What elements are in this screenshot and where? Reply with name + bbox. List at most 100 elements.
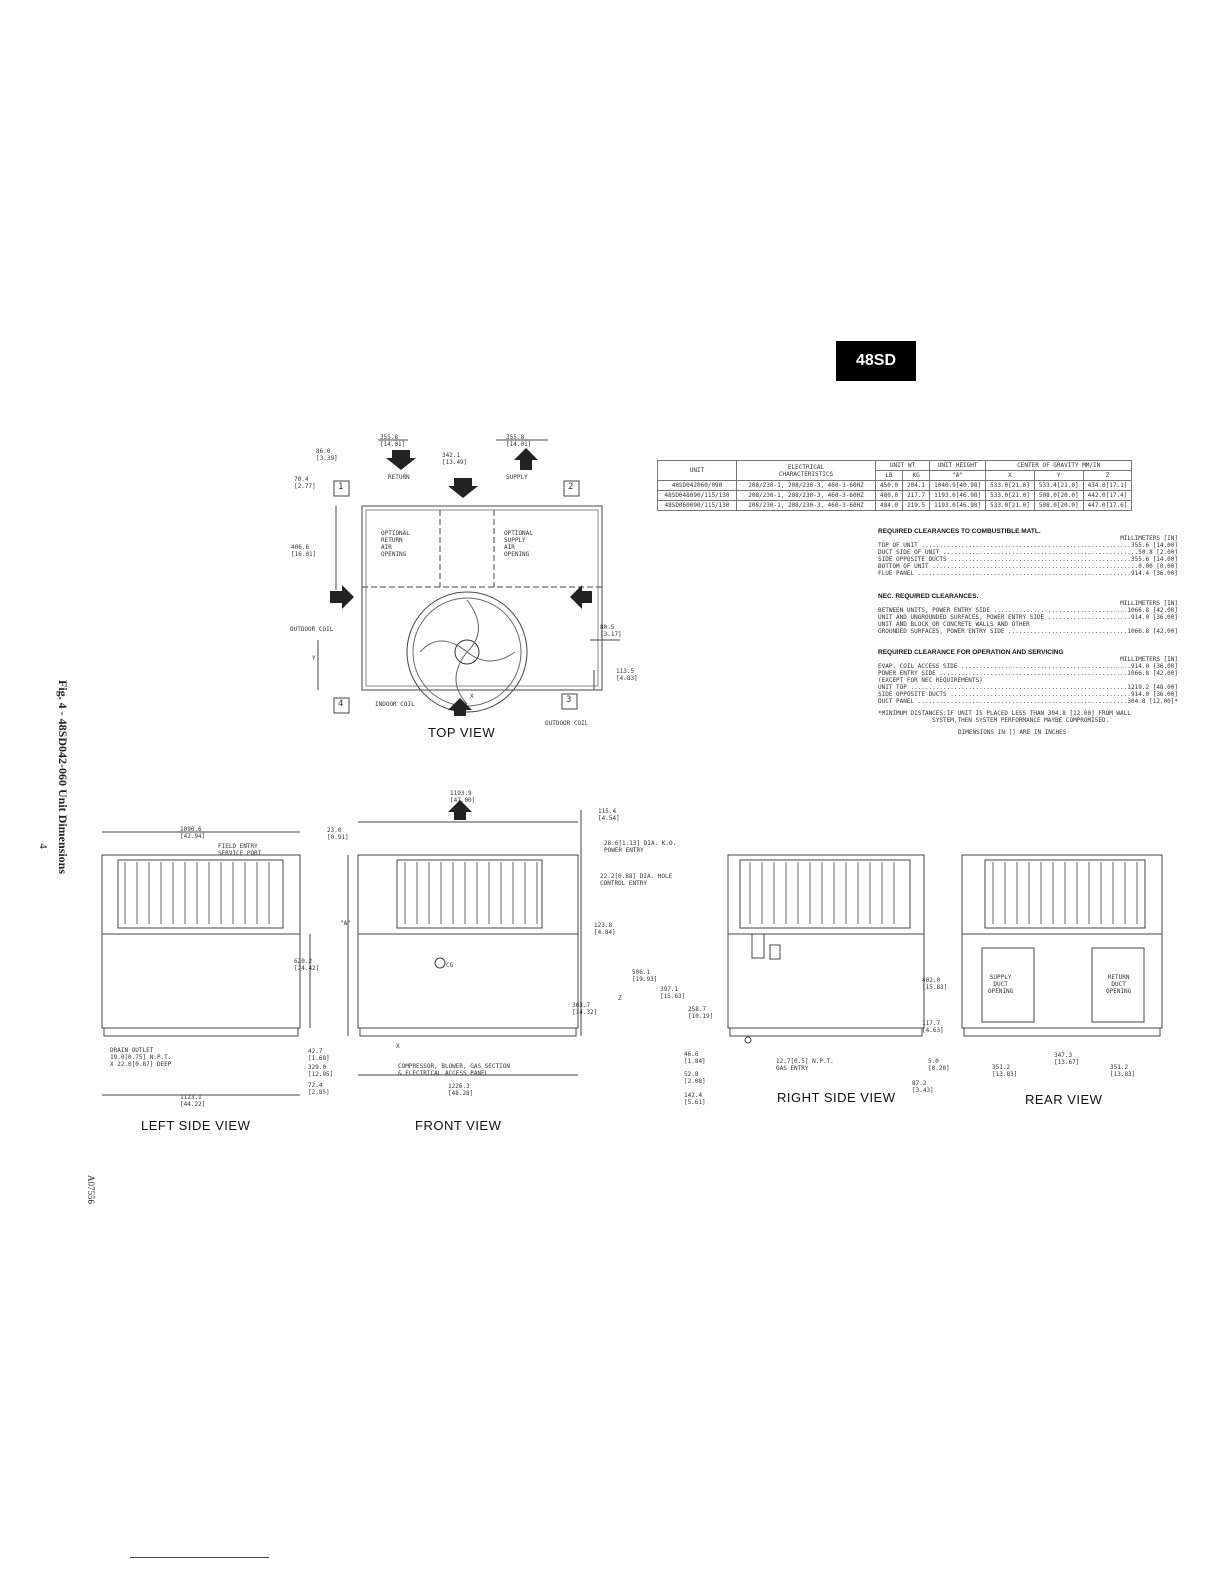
outdoor-coil-bottom-label: OUTDOOR COIL bbox=[545, 720, 589, 727]
list-item: BOTTOM OF UNIT0.00 [0.00] bbox=[878, 563, 1178, 570]
clearance-nec-title: NEC. REQUIRED CLEARANCES. bbox=[878, 593, 979, 600]
rear-dim-50: 5.0 [0.20] bbox=[928, 1058, 950, 1072]
clearance-service: REQUIRED CLEARANCE FOR OPERATION AND SER… bbox=[878, 645, 1178, 736]
dim-top-8: 113.5 [4.83] bbox=[616, 668, 638, 682]
sub-kg: KG bbox=[902, 470, 931, 481]
top-view-label: TOP VIEW bbox=[428, 725, 496, 740]
rear-dim-872: 87.2 [3.43] bbox=[912, 1080, 934, 1094]
return-duct-label: RETURN DUCT OPENING bbox=[1106, 974, 1132, 995]
model-badge: 48SD bbox=[836, 341, 916, 381]
field-entry-label: FIELD ENTRY SERVICE PORT bbox=[218, 843, 262, 857]
front-dim-3637: 363.7 [14.32] bbox=[572, 1002, 598, 1016]
cell: 204.1 bbox=[902, 480, 931, 491]
item-value: 914.0 [36.00] bbox=[1131, 614, 1178, 621]
item-key: BOTTOM OF UNIT bbox=[878, 563, 1138, 570]
item-key: DUCT SIDE OF UNIT bbox=[878, 549, 1138, 556]
cell: 48SD048090/115/130 bbox=[657, 490, 737, 501]
cell: 533.0[21.0] bbox=[985, 500, 1035, 511]
cell: 533.0[21.0] bbox=[985, 480, 1035, 491]
optional-supply-label: OPTIONAL SUPPLY AIR OPENING bbox=[504, 530, 533, 558]
item-value: 914.0 [36.00] bbox=[1131, 663, 1178, 670]
cell: 533.4[21.0] bbox=[1033, 480, 1084, 491]
item-key: EVAP. COIL ACCESS SIDE bbox=[878, 663, 1131, 670]
cell: 508.0[20.0] bbox=[1033, 490, 1084, 501]
table-row: 48SD048090/115/130 208/230-1, 208/230-3,… bbox=[657, 490, 1133, 501]
left-width-bottom: 1123.1 [44.22] bbox=[180, 1094, 206, 1108]
left-dim-329: 329.0 [12.95] bbox=[308, 1064, 334, 1078]
return-label: RETURN bbox=[388, 474, 410, 481]
list-item: DUCT SIDE OF UNIT50.8 [2.00] bbox=[878, 549, 1178, 556]
rear-view-label: REAR VIEW bbox=[1025, 1092, 1103, 1107]
dim-top-x: X bbox=[470, 693, 474, 700]
cell: 508.0[20.0] bbox=[1033, 500, 1084, 511]
item-key: UNIT AND BLOCK OR CONCRETE WALLS AND OTH… bbox=[878, 621, 1030, 628]
rear-view-outline bbox=[961, 854, 1163, 1029]
clearance-service-title: REQUIRED CLEARANCE FOR OPERATION AND SER… bbox=[878, 649, 1064, 656]
cell: 447.0[17.6] bbox=[1082, 500, 1133, 511]
cell: 450.0 bbox=[874, 480, 904, 491]
right-dim-1424: 142.4 [5.61] bbox=[684, 1092, 706, 1106]
item-value: 914.0 [36.00] bbox=[1131, 691, 1178, 698]
sub-x: X bbox=[985, 470, 1035, 481]
cell: 484.0 bbox=[874, 500, 904, 511]
dimensions-note: DIMENSIONS IN [] ARE IN INCHES bbox=[958, 729, 1067, 736]
right-dim-2587: 258.7 [10.19] bbox=[688, 1006, 714, 1020]
table-row: 48SD042060/090 208/230-1, 208/230-3, 460… bbox=[657, 480, 1133, 491]
list-item: FLUE PANEL914.4 [36.00] bbox=[878, 570, 1178, 577]
front-dim-z: Z bbox=[618, 995, 622, 1002]
col-unit: UNIT bbox=[657, 460, 737, 481]
list-item: UNIT AND BLOCK OR CONCRETE WALLS AND OTH… bbox=[878, 621, 1178, 628]
col-cg: CENTER OF GRAVITY MM/IN bbox=[985, 460, 1133, 471]
sub-z: Z bbox=[1082, 470, 1133, 481]
list-item: GROUNDED SURFACES, POWER ENTRY SIDE1066.… bbox=[878, 628, 1178, 635]
list-item: UNIT TOP1219.2 [48.00] bbox=[878, 684, 1178, 691]
indoor-coil-label: INDOOR COIL bbox=[375, 701, 415, 708]
dim-top-5: 70.4 [2.77] bbox=[294, 476, 316, 490]
item-key: UNIT AND UNGROUNDED SURFACES, POWER ENTR… bbox=[878, 614, 1131, 621]
item-value: 355.6 [14.00] bbox=[1131, 556, 1178, 563]
front-dim-1154: 115.4 [4.54] bbox=[598, 808, 620, 822]
supply-duct-label: SUPPLY DUCT OPENING bbox=[988, 974, 1014, 995]
sub-a: "A" bbox=[929, 470, 987, 481]
rear-dim-1177: 117.7 [4.63] bbox=[922, 1020, 944, 1034]
cell: 1040.9[40.98] bbox=[929, 480, 987, 491]
item-key: DUCT PANEL bbox=[878, 698, 1127, 705]
cell: 217.7 bbox=[902, 490, 931, 501]
top-view-outline bbox=[361, 505, 603, 691]
dim-top-4: 355.8 [14.01] bbox=[506, 434, 532, 448]
right-dim-5061: 506.1 [19.93] bbox=[632, 969, 658, 983]
front-width-top: 1193.9 [47.00] bbox=[450, 790, 476, 804]
item-value: 1219.2 [48.00] bbox=[1127, 684, 1178, 691]
left-side-outline bbox=[101, 854, 301, 1029]
cell: 48SD060090/115/130 bbox=[657, 500, 737, 511]
item-key: SIDE OPPOSITE DUCTS bbox=[878, 691, 1131, 698]
item-key: GROUNDED SURFACES, POWER ENTRY SIDE bbox=[878, 628, 1127, 635]
left-dim-724: 72.4 [2.85] bbox=[308, 1082, 330, 1096]
right-dim-528: 52.8 [2.08] bbox=[684, 1071, 706, 1085]
dim-top-7: 80.5 [3.17] bbox=[600, 624, 622, 638]
optional-return-label: OPTIONAL RETURN AIR OPENING bbox=[381, 530, 410, 558]
list-item: TOP OF UNIT355.6 [14.00] bbox=[878, 542, 1178, 549]
list-item: BETWEEN UNITS, POWER ENTRY SIDE1066.8 [4… bbox=[878, 607, 1178, 614]
item-key: POWER ENTRY SIDE bbox=[878, 670, 1127, 677]
right-dim-466: 46.6 [1.84] bbox=[684, 1051, 706, 1065]
col-unit-wt: UNIT WT bbox=[874, 460, 931, 471]
cell: 434.0[17.1] bbox=[1082, 480, 1133, 491]
rear-dim-3512b: 351.2 [13.83] bbox=[1110, 1064, 1136, 1078]
front-view-outline bbox=[357, 854, 579, 1029]
col-electrical: ELECTRICAL CHARACTERISTICS bbox=[736, 460, 876, 481]
table-row: 48SD060090/115/130 208/230-1, 208/230-3,… bbox=[657, 500, 1133, 511]
item-value: 50.8 [2.00] bbox=[1138, 549, 1178, 556]
front-view-label: FRONT VIEW bbox=[415, 1118, 502, 1133]
footer-link-underline bbox=[130, 1557, 269, 1558]
units-label: MILLIMETERS [IN] bbox=[1120, 656, 1178, 663]
rear-dim-4020: 402.0 [15.83] bbox=[922, 977, 948, 991]
gas-entry-label: 12.7[0.5] N.P.T. GAS ENTRY bbox=[776, 1058, 834, 1072]
cell: 48SD042060/090 bbox=[657, 480, 737, 491]
right-dim-3971: 397.1 [15.63] bbox=[660, 986, 686, 1000]
sub-y: Y bbox=[1033, 470, 1084, 481]
item-value: 1066.8 [42.00] bbox=[1127, 607, 1178, 614]
cell: 480.0 bbox=[874, 490, 904, 501]
right-side-view-label: RIGHT SIDE VIEW bbox=[777, 1090, 896, 1105]
cell: 208/230-1, 208/230-3, 460-3-60HZ bbox=[736, 500, 876, 511]
